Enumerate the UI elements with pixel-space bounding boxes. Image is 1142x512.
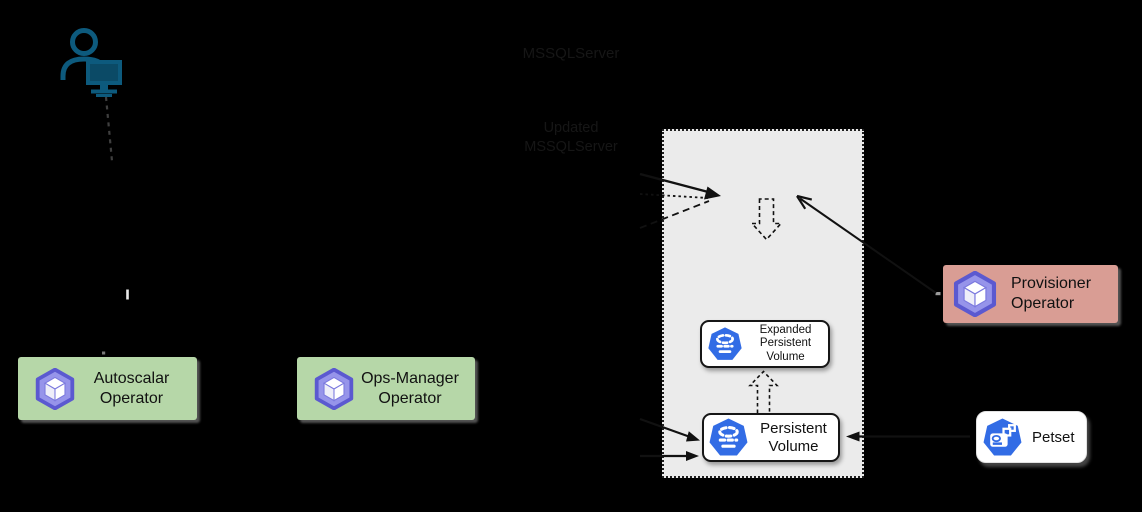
pv-line2: Volume bbox=[768, 437, 819, 455]
expanded-persistent-volume-node: Expanded Persistent Volume bbox=[700, 320, 830, 368]
updated-mssqlserver-label: Updated MSSQLServer bbox=[0, 119, 1142, 156]
expanded-pv-label: Expanded Persistent Volume bbox=[743, 324, 828, 365]
mssqlserver-label: MSSQLServer bbox=[522, 45, 620, 62]
pv-label: Persistent Volume bbox=[749, 420, 838, 456]
expanded-pv-line3: Volume bbox=[766, 350, 805, 363]
provisioner-operator-label: Provisioner Operator bbox=[1011, 274, 1091, 314]
autoscalar-line2: Operator bbox=[99, 389, 164, 407]
updated-label-line2: MSSQLServer bbox=[524, 138, 618, 155]
kubernetes-statefulset-heptagon-icon bbox=[982, 417, 1023, 458]
arrow-remnant-tick bbox=[126, 289, 129, 300]
expanded-pv-line1: Expanded bbox=[759, 323, 812, 336]
expanded-pv-line2: Persistent bbox=[759, 337, 812, 350]
kubernetes-pv-heptagon-icon bbox=[707, 326, 743, 362]
kubernetes-crd-hexagon-icon bbox=[34, 368, 76, 410]
persistent-volume-node: Persistent Volume bbox=[702, 413, 840, 462]
provisioner-line2: Operator bbox=[1011, 295, 1075, 312]
autoscalar-operator-node: Autoscalar Operator bbox=[18, 357, 197, 420]
kubernetes-crd-hexagon-icon bbox=[313, 368, 355, 410]
provisioner-operator-node: Provisioner Operator bbox=[943, 265, 1118, 323]
arrow-remnant-provisioner bbox=[935, 292, 941, 296]
user-at-computer-icon bbox=[60, 28, 122, 97]
provisioner-line1: Provisioner bbox=[1011, 275, 1092, 292]
pv-line1: Persistent bbox=[760, 419, 827, 437]
ops-manager-operator-node: Ops-Manager Operator bbox=[297, 357, 475, 420]
autoscalar-line1: Autoscalar bbox=[93, 369, 170, 387]
ops-manager-operator-label: Ops-Manager Operator bbox=[355, 369, 465, 409]
autoscalar-operator-label: Autoscalar Operator bbox=[76, 369, 187, 409]
petset-label: Petset bbox=[1032, 428, 1075, 446]
updated-label-line1: Updated bbox=[543, 120, 599, 136]
petset-node: Petset bbox=[976, 411, 1087, 463]
kubernetes-pv-heptagon-icon bbox=[708, 417, 749, 458]
ops-manager-line1: Ops-Manager bbox=[361, 369, 459, 387]
kubernetes-crd-hexagon-icon bbox=[952, 271, 998, 317]
arrow-remnant-autoscalar bbox=[102, 351, 106, 355]
ops-manager-line2: Operator bbox=[378, 389, 442, 407]
